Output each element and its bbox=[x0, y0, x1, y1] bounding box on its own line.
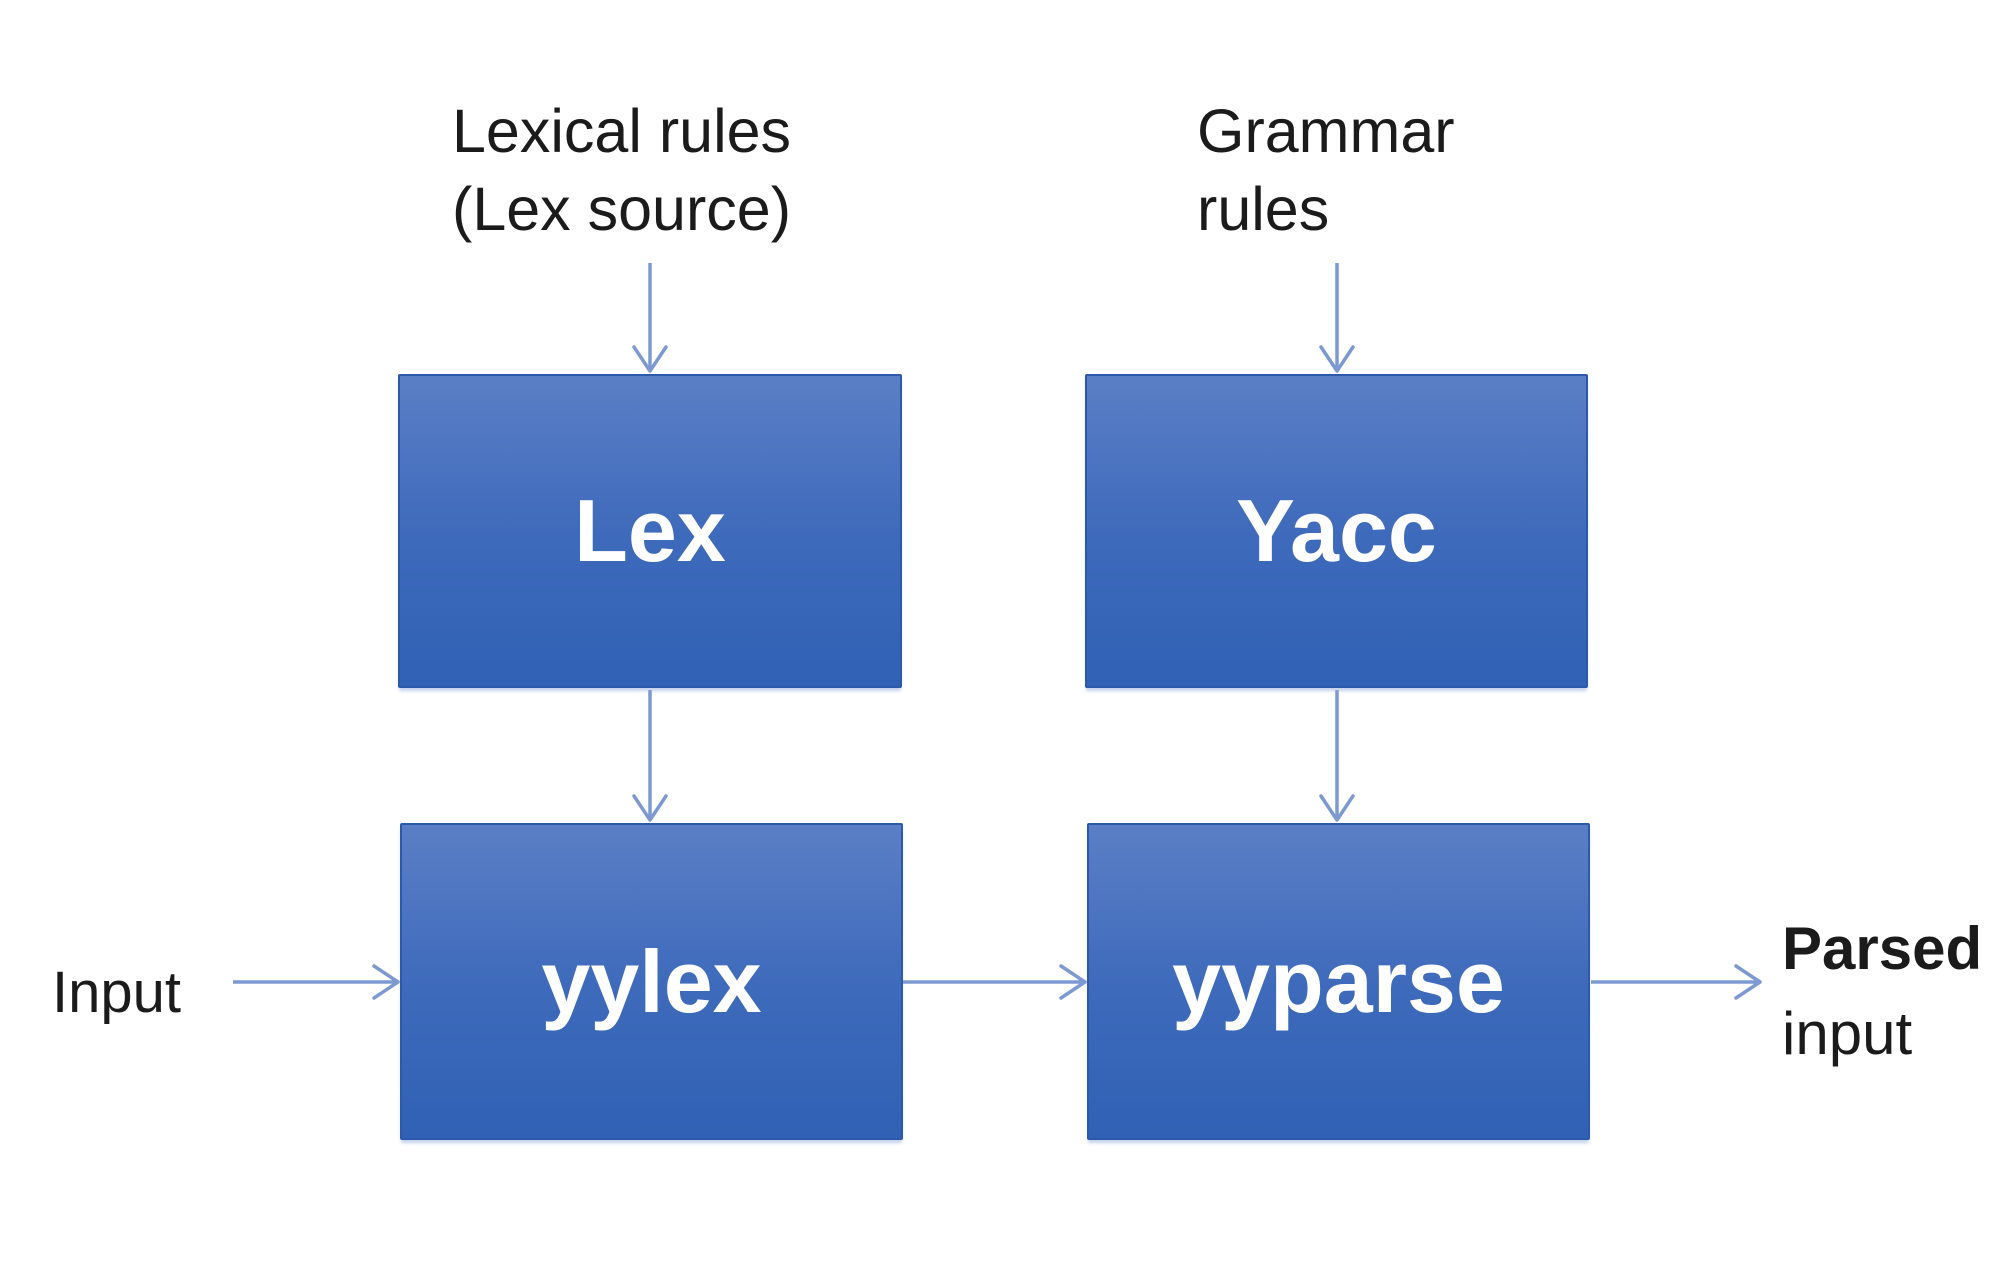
label-input: Input bbox=[52, 954, 181, 1032]
label-parsed-line2: input bbox=[1782, 1000, 1913, 1067]
label-input-text: Input bbox=[52, 960, 181, 1025]
box-lex: Lex bbox=[398, 374, 902, 688]
label-lexical-rules-line2: (Lex source) bbox=[452, 175, 792, 243]
label-grammar-rules-line1: Grammar bbox=[1197, 97, 1455, 165]
label-lexical-rules-line1: Lexical rules bbox=[452, 97, 792, 165]
label-grammar-rules-line2: rules bbox=[1197, 175, 1330, 243]
label-lexical-rules: Lexical rules (Lex source) bbox=[452, 92, 791, 248]
box-yylex: yylex bbox=[400, 823, 903, 1140]
label-grammar-rules: Grammar rules bbox=[1197, 92, 1455, 248]
box-yacc-label: Yacc bbox=[1236, 481, 1437, 580]
box-yyparse-label: yyparse bbox=[1172, 931, 1505, 1031]
box-yylex-label: yylex bbox=[541, 931, 762, 1031]
box-yyparse: yyparse bbox=[1087, 823, 1590, 1140]
label-parsed-input: Parsed input bbox=[1782, 906, 1982, 1076]
box-yacc: Yacc bbox=[1085, 374, 1588, 688]
label-parsed-line1: Parsed bbox=[1782, 915, 1983, 982]
box-lex-label: Lex bbox=[574, 481, 726, 580]
